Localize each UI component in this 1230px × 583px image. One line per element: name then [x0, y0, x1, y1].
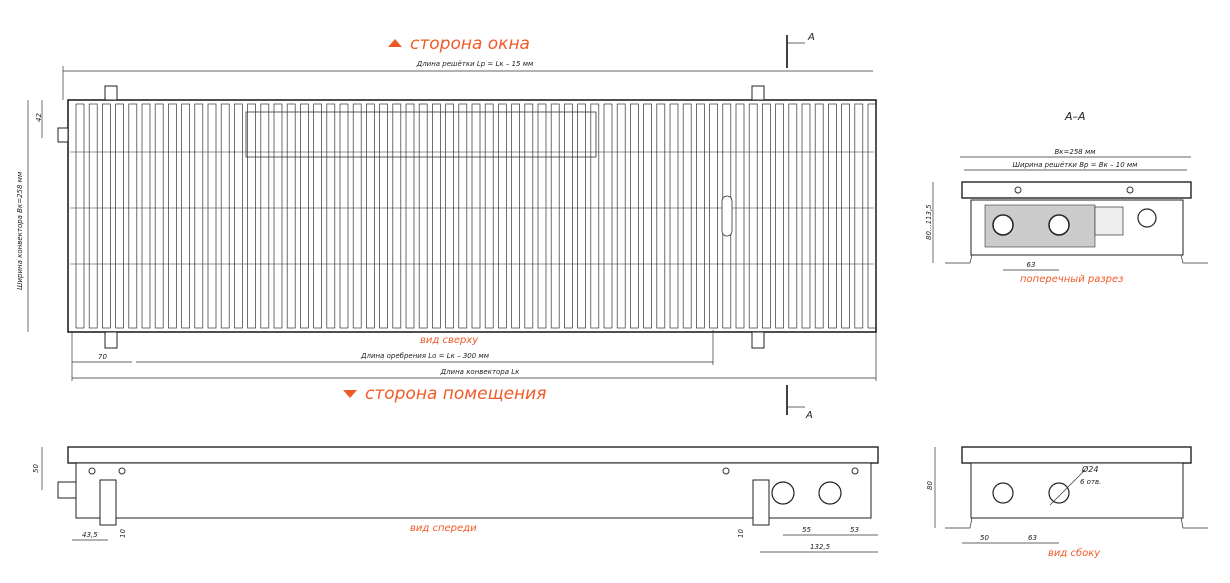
grille-slat — [511, 103, 520, 329]
grille-slat — [471, 103, 481, 329]
side-window-label: сторона окна — [410, 34, 530, 54]
top-view: сторона окна Длина решётки Lр = Lк – 15 … — [16, 32, 877, 421]
grille-slat — [656, 103, 666, 329]
section-height-dim: 80...113,5 — [925, 204, 933, 240]
grille-slat — [418, 103, 428, 329]
section-caption: поперечный разрез — [1020, 274, 1123, 285]
grille-slat — [432, 103, 441, 329]
grille-slat — [814, 103, 824, 329]
grille-slat — [339, 103, 349, 329]
grille-slat — [458, 103, 468, 329]
grille-slat — [220, 103, 230, 329]
grille-slat — [709, 103, 718, 329]
grille-slat — [445, 103, 454, 329]
grille-slat — [616, 103, 626, 329]
grille-slat — [748, 103, 758, 329]
grille-slat — [366, 103, 375, 329]
front-view: 50 43,5 10 вид спереди 10 55 53 132,5 — [32, 446, 879, 553]
grille-slat — [590, 103, 600, 329]
grille-slat — [194, 103, 204, 329]
section-dim-63: 63 — [1027, 261, 1036, 269]
grille-slat — [537, 103, 547, 329]
grille-slat — [286, 103, 296, 329]
grille-slat — [682, 103, 692, 329]
side-view: 80 Ø24 6 отв. 50 63 вид сбоку — [926, 446, 1208, 559]
width-dim: Ширина конвектора Bк=258 мм — [16, 171, 24, 290]
grille-slat — [392, 103, 402, 329]
grille-slat — [669, 103, 679, 329]
grille-slat — [801, 103, 811, 329]
grille-slat — [550, 103, 560, 329]
fin-length-dim: Длина оребрения Lо = Lк – 300 мм — [360, 352, 490, 360]
grille-slat — [643, 103, 652, 329]
front-view-caption: вид спереди — [410, 523, 477, 534]
grille-slat — [300, 103, 309, 329]
dim-42: 42 — [35, 113, 43, 122]
grille-slat — [696, 103, 705, 329]
front-dim-132-5: 132,5 — [810, 543, 831, 551]
grille-slat — [762, 103, 771, 329]
grille-slat — [128, 103, 138, 329]
front-dim-55: 55 — [802, 526, 811, 534]
grille-slat — [247, 103, 256, 329]
grille-slat — [181, 103, 190, 329]
grille-slat — [88, 103, 98, 329]
grille-slat — [788, 103, 798, 329]
section-mark-top: A — [807, 32, 815, 43]
grille-slat — [115, 103, 124, 329]
section-width-dim: Bк=258 мм — [1054, 148, 1096, 156]
grille-slat — [102, 103, 111, 329]
grille-slat — [498, 103, 507, 329]
grille-slat — [207, 103, 217, 329]
grille-slat — [841, 103, 850, 329]
grille-slat — [828, 103, 837, 329]
grille-slat — [234, 103, 243, 329]
grille-slat — [273, 103, 283, 329]
grille-slat — [524, 103, 534, 329]
grille-slat — [75, 103, 85, 329]
side-view-caption: вид сбоку — [1048, 547, 1101, 559]
section-title: A–A — [1064, 110, 1086, 123]
grille-slat — [405, 103, 415, 329]
grille-slat — [867, 103, 877, 329]
hole-count: 6 отв. — [1080, 478, 1101, 486]
convector-length-dim: Длина конвектора Lк — [440, 368, 521, 376]
grille-slat — [577, 103, 586, 329]
grille-slat — [603, 103, 613, 329]
grille-slat — [326, 103, 336, 329]
triangle-down-icon — [343, 390, 357, 398]
grille-slat — [735, 103, 745, 329]
front-dim-43-5: 43,5 — [82, 531, 98, 539]
section-mark-bottom: A — [805, 410, 813, 421]
triangle-up-icon — [388, 39, 402, 47]
grille-slat — [313, 103, 322, 329]
grille-slat — [854, 103, 864, 329]
front-dim-50: 50 — [32, 464, 40, 473]
hole-diameter: Ø24 — [1081, 464, 1098, 474]
section-view: A–A Bк=258 мм Ширина решётки Bр = Bк – 1… — [925, 110, 1208, 285]
grille-slat — [141, 103, 151, 329]
front-dim-10-left: 10 — [119, 529, 127, 538]
side-dim-80: 80 — [926, 481, 934, 490]
grille-slat — [484, 103, 494, 329]
grille-bars — [70, 103, 877, 329]
top-view-caption: вид сверху — [420, 335, 479, 346]
grille-slat — [154, 103, 164, 329]
grille-slat — [775, 103, 784, 329]
front-dim-53: 53 — [850, 526, 859, 534]
front-dim-10-right: 10 — [737, 529, 745, 538]
grille-slat — [564, 103, 573, 329]
side-room-label: сторона помещения — [365, 384, 546, 404]
section-grille-width-dim: Ширина решётки Bр = Bк – 10 мм — [1013, 161, 1139, 169]
grille-length-dim: Длина решётки Lр = Lк – 15 мм — [416, 60, 534, 68]
grille-slat — [630, 103, 639, 329]
grille-slat — [379, 103, 388, 329]
dim-70: 70 — [98, 353, 107, 361]
grille-slat — [352, 103, 362, 329]
side-dim-63: 63 — [1028, 534, 1037, 542]
grille-slat — [260, 103, 270, 329]
grille-slat — [168, 103, 177, 329]
side-dim-50: 50 — [980, 534, 989, 542]
